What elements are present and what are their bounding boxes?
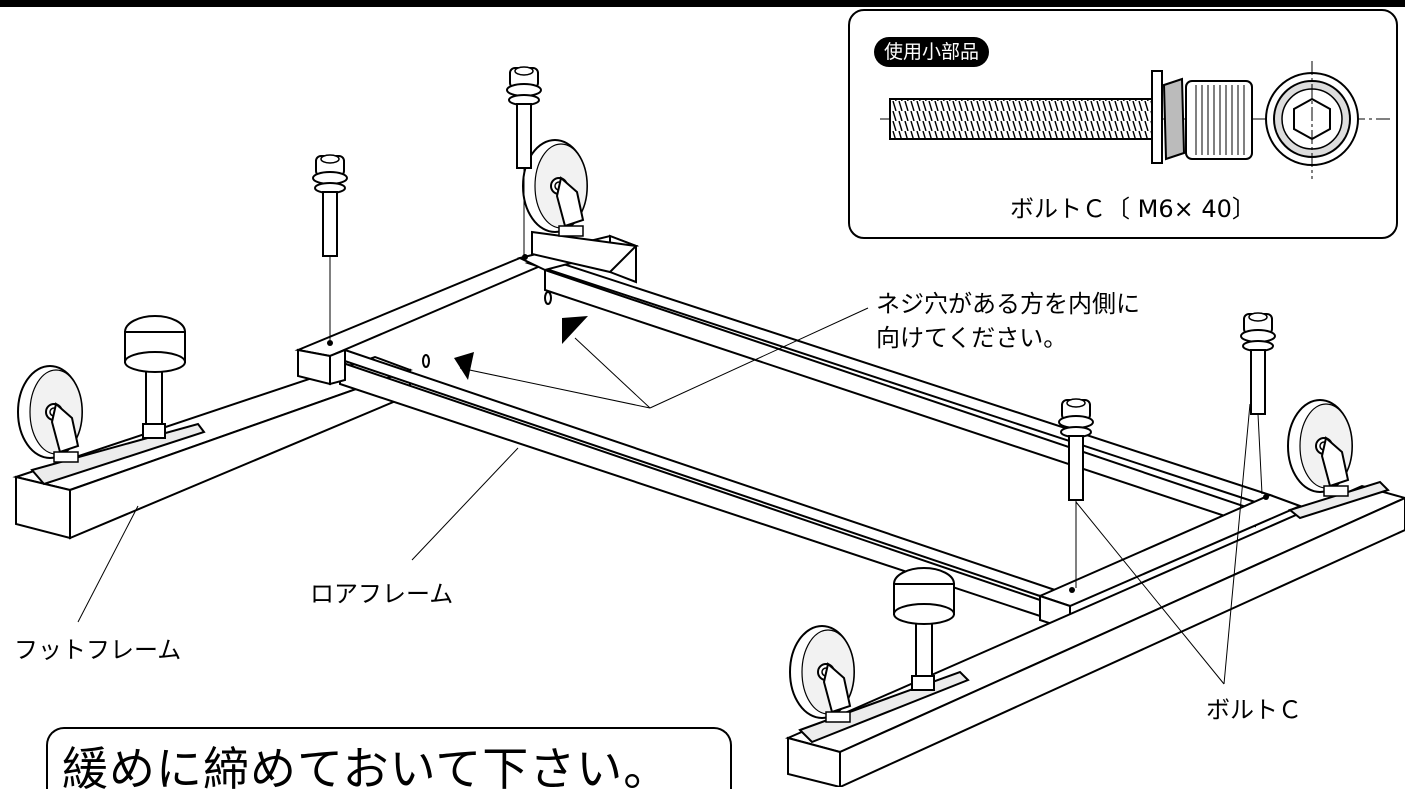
- lower-frame: [294, 234, 1303, 632]
- screw-hole-note-line1: ネジ穴がある方を内側に: [876, 290, 1140, 318]
- bolt-c-detail: [880, 61, 1390, 179]
- foot-frame-label: フットフレーム: [14, 636, 182, 664]
- left-adjuster-foot: [124, 315, 186, 439]
- bolt-left: [312, 154, 348, 257]
- lower-frame-label: ロアフレーム: [310, 580, 454, 608]
- bolt-c-spec-label: ボルトＣ〔 M6× 40〕: [1010, 195, 1256, 223]
- tighten-loosely-instruction: 緩めに締めておいて下さい。: [62, 742, 671, 796]
- parts-used-box: 使用小部品 ボルトＣ〔 M6× 40〕: [848, 9, 1398, 239]
- left-caster: [17, 365, 83, 463]
- instruction-box: 緩めに締めておいて下さい。: [46, 727, 732, 796]
- right-adjuster-foot: [893, 567, 955, 691]
- screw-hole-note-line2: 向けてください。: [876, 324, 1068, 352]
- bolt-right-guide: [1257, 413, 1263, 495]
- left-foot-frame: [12, 355, 413, 540]
- leader-lines: [77, 307, 1251, 685]
- parts-used-badge: 使用小部品: [874, 37, 990, 67]
- right-caster: [1287, 399, 1353, 497]
- front-caster: [789, 625, 855, 723]
- bolt-right: [1240, 312, 1276, 415]
- back-caster: [522, 139, 588, 237]
- bolt-c-label: ボルトＣ: [1206, 696, 1302, 724]
